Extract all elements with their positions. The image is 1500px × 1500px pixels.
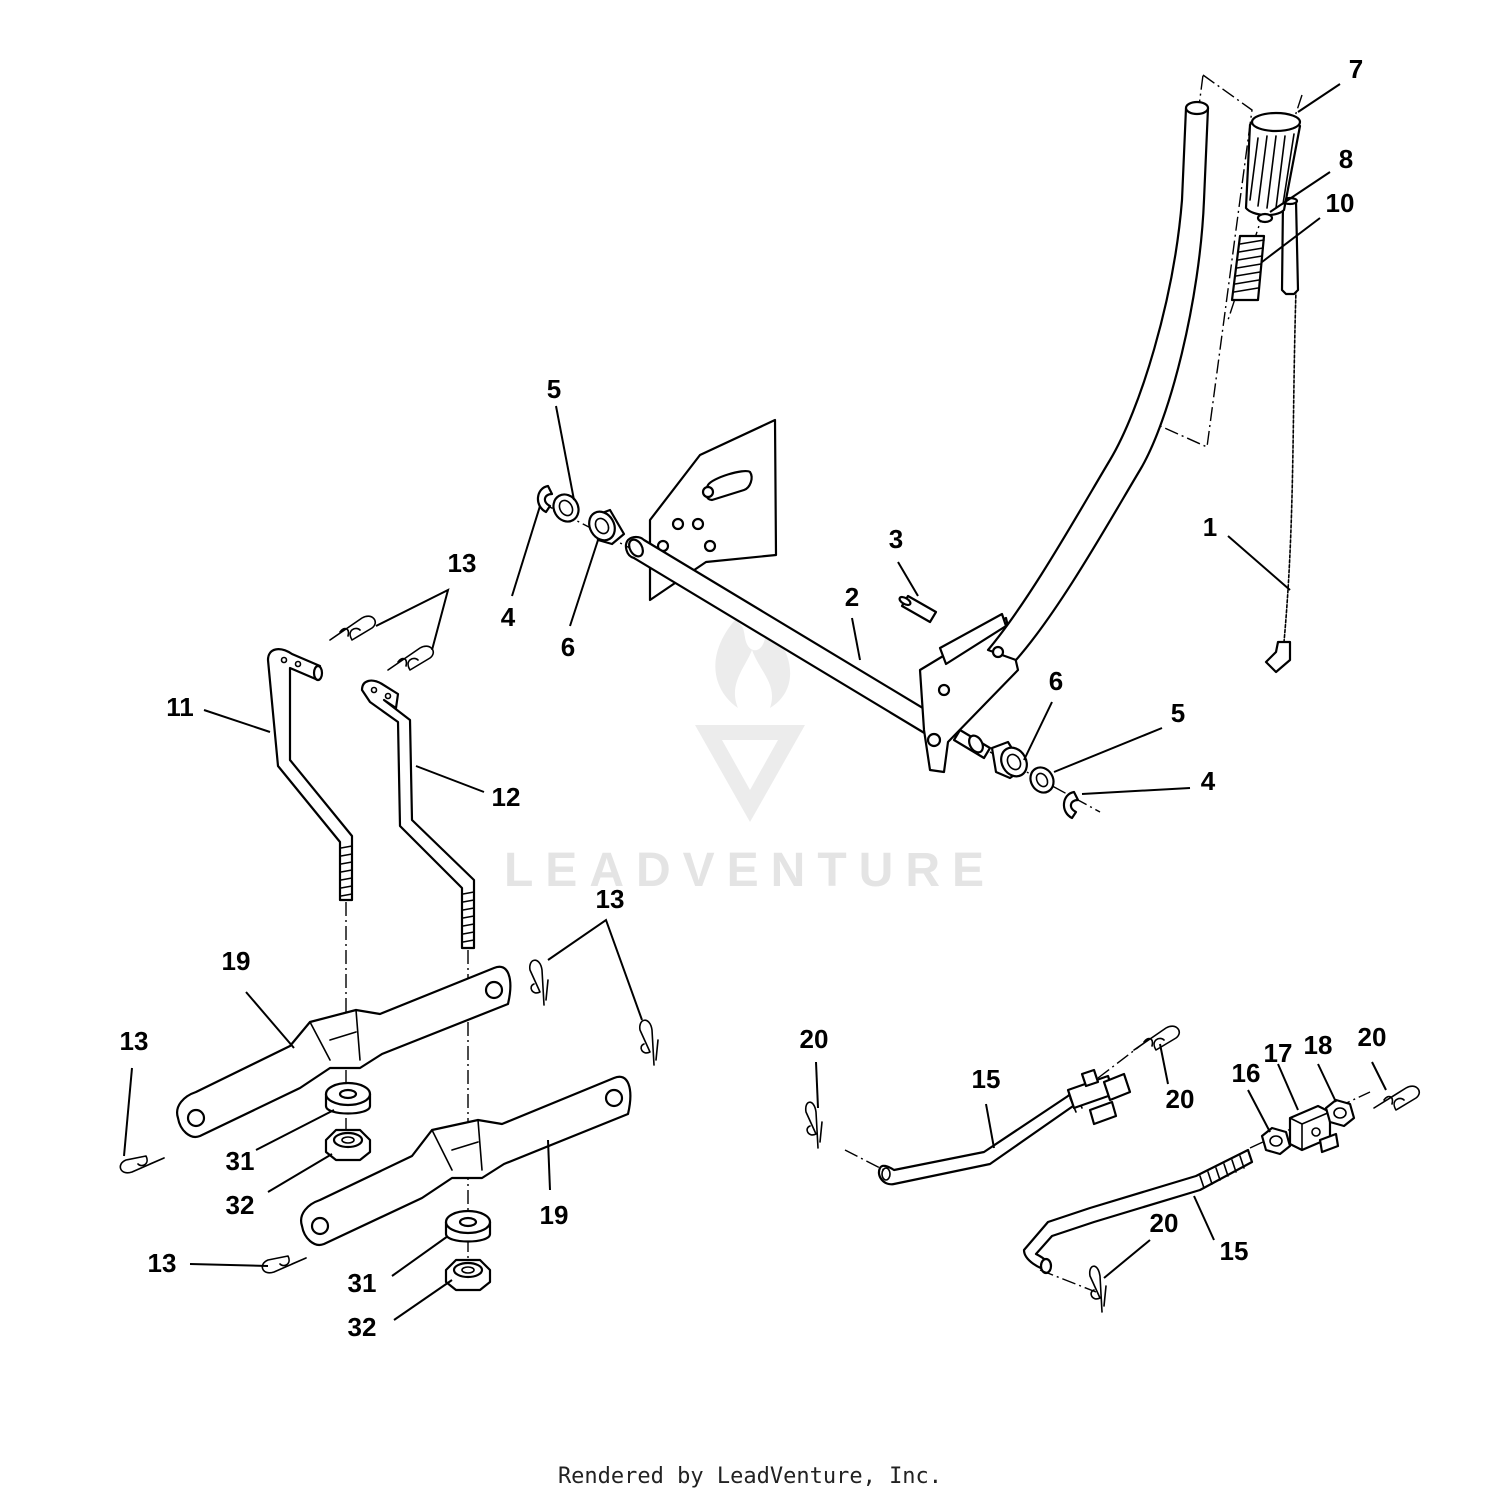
part-5-washer-left	[552, 493, 580, 523]
callout-32-lower: 32	[348, 1312, 377, 1342]
callout-15-lower: 15	[1220, 1236, 1249, 1266]
callout-6-right: 6	[1049, 666, 1063, 696]
callout-17: 17	[1264, 1038, 1293, 1068]
part-31-spacer-upper	[324, 1081, 372, 1115]
callout-20-c: 20	[1358, 1022, 1387, 1052]
callout-4-right: 4	[1201, 766, 1216, 796]
part-20-hairpin-clip-b	[1133, 1025, 1181, 1051]
part-4-e-clip-left	[536, 484, 554, 514]
part-13-hairpin-clip-mid-b	[639, 1019, 659, 1066]
part-1-lift-cable	[1264, 196, 1300, 674]
callout-19-lower: 19	[540, 1200, 569, 1230]
footer-credit: Rendered by LeadVenture, Inc.	[557, 1464, 943, 1489]
callout-7: 7	[1349, 54, 1363, 84]
callout-13-top: 13	[448, 548, 477, 578]
part-20-hairpin-clip-d	[1088, 1265, 1107, 1313]
leader-lines	[123, 83, 1387, 1321]
part-15-adjustment-rod-lower	[1022, 1148, 1254, 1275]
part-4-e-clip-right	[1062, 790, 1080, 820]
part-6-bushing-right	[990, 740, 1028, 780]
watermark-text: LEADVENTURE	[504, 844, 996, 897]
callout-8: 8	[1339, 144, 1353, 174]
part-3-roll-pin	[898, 594, 938, 624]
callout-6-left: 6	[561, 632, 575, 662]
part-18-hex-nut	[1324, 1098, 1356, 1128]
callout-11: 11	[166, 692, 194, 722]
part-17-trunnion-block	[1288, 1104, 1340, 1154]
callouts: 7 8 10 1 5 4 6 3 2 6 5 4 13 11 12 13 19 …	[120, 54, 1387, 1342]
part-13-hairpin-clip-top-a	[329, 615, 377, 641]
part-31-spacer-lower	[444, 1209, 492, 1243]
callout-1: 1	[1203, 512, 1217, 542]
callout-15-upper: 15	[972, 1064, 1001, 1094]
part-32-hex-nut-upper	[324, 1128, 372, 1162]
callout-3: 3	[889, 524, 903, 554]
part-13-hairpin-clip-left	[119, 1155, 165, 1174]
part-13-hairpin-clip-top-b	[387, 645, 435, 671]
callout-32-upper: 32	[226, 1190, 255, 1220]
part-7-handle-grip	[1244, 111, 1302, 217]
part-5-washer-right	[1029, 766, 1055, 794]
part-2-lift-shaft-assembly	[624, 100, 1210, 774]
callout-31-upper: 31	[226, 1146, 255, 1176]
callout-31-lower: 31	[348, 1268, 377, 1298]
callout-19-upper: 19	[222, 946, 251, 976]
part-10-spring	[1230, 234, 1266, 302]
callout-20-b: 20	[1166, 1084, 1195, 1114]
part-6-bushing-left	[588, 508, 626, 546]
part-15-adjustment-rod-upper	[877, 1086, 1084, 1186]
callout-4-left: 4	[501, 602, 516, 632]
callout-2: 2	[845, 582, 859, 612]
callout-16: 16	[1232, 1058, 1261, 1088]
part-13-hairpin-clip-mid-a	[529, 959, 549, 1006]
callout-18: 18	[1304, 1030, 1333, 1060]
part-20-hairpin-clip-a	[804, 1101, 823, 1149]
part-32-hex-nut-lower	[444, 1258, 492, 1292]
callout-13-mid: 13	[596, 884, 625, 914]
callout-12: 12	[492, 782, 521, 812]
part-13-hairpin-clip-bottom	[261, 1255, 307, 1274]
part-11-lift-link-left	[266, 648, 354, 902]
part-19-lift-arm-upper	[176, 965, 512, 1138]
part-12-lift-link-right	[360, 679, 476, 950]
part-20-hairpin-clip-c	[1373, 1085, 1421, 1111]
part-19-lift-arm-lower	[300, 1075, 632, 1246]
callout-13-left: 13	[120, 1026, 149, 1056]
callout-10: 10	[1326, 188, 1355, 218]
part-16-hex-nut	[1260, 1126, 1292, 1156]
callout-20-a: 20	[800, 1024, 829, 1054]
part-8-washer	[1256, 212, 1274, 224]
callout-5-left: 5	[547, 374, 561, 404]
callout-5-right: 5	[1171, 698, 1185, 728]
part-15-threaded-end-upper	[1066, 1068, 1132, 1126]
callout-13-bottom: 13	[148, 1248, 177, 1278]
callout-20-d: 20	[1150, 1208, 1179, 1238]
